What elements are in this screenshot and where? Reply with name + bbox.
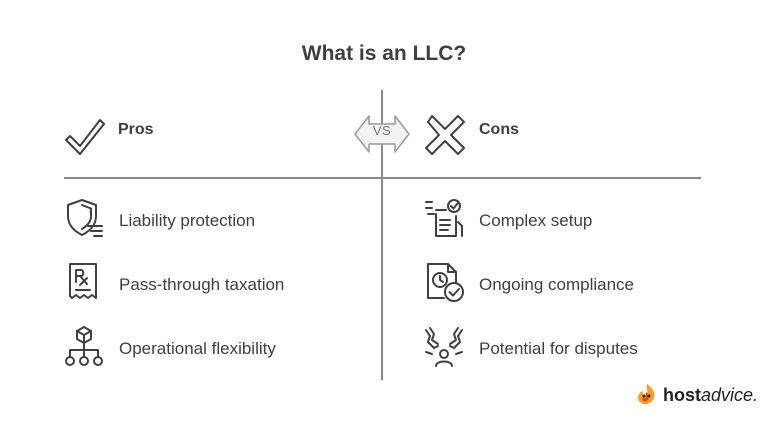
page-title: What is an LLC? xyxy=(301,42,467,65)
x-mark-icon xyxy=(425,115,465,155)
pros-item-label: Liability protection xyxy=(119,211,256,230)
brand-name-italic: advice. xyxy=(701,385,759,405)
cons-item-label: Potential for disputes xyxy=(479,339,638,358)
horizontal-divider xyxy=(64,177,701,179)
brand-name-bold: host xyxy=(663,385,701,405)
vertical-divider xyxy=(381,90,383,380)
pros-item-label: Pass-through taxation xyxy=(119,275,285,294)
cons-item-label: Complex setup xyxy=(479,211,593,230)
shield-icon xyxy=(67,199,103,237)
cons-heading: Cons xyxy=(479,121,519,138)
pros-heading: Pros xyxy=(118,121,154,138)
clock-document-icon xyxy=(427,263,464,302)
vs-label: VS xyxy=(372,123,392,138)
prescription-receipt-icon xyxy=(69,263,97,299)
checkmark-icon xyxy=(65,119,105,155)
conflict-person-icon xyxy=(425,327,463,367)
pros-item-label: Operational flexibility xyxy=(119,339,276,358)
org-hierarchy-icon xyxy=(65,326,103,366)
hostadvice-logo-text: hostadvice. xyxy=(663,385,758,406)
vs-arrow-badge xyxy=(354,115,410,153)
cons-item-label: Ongoing compliance xyxy=(479,275,634,294)
checklist-document-icon xyxy=(425,199,463,237)
hostadvice-logo-icon xyxy=(638,384,655,405)
